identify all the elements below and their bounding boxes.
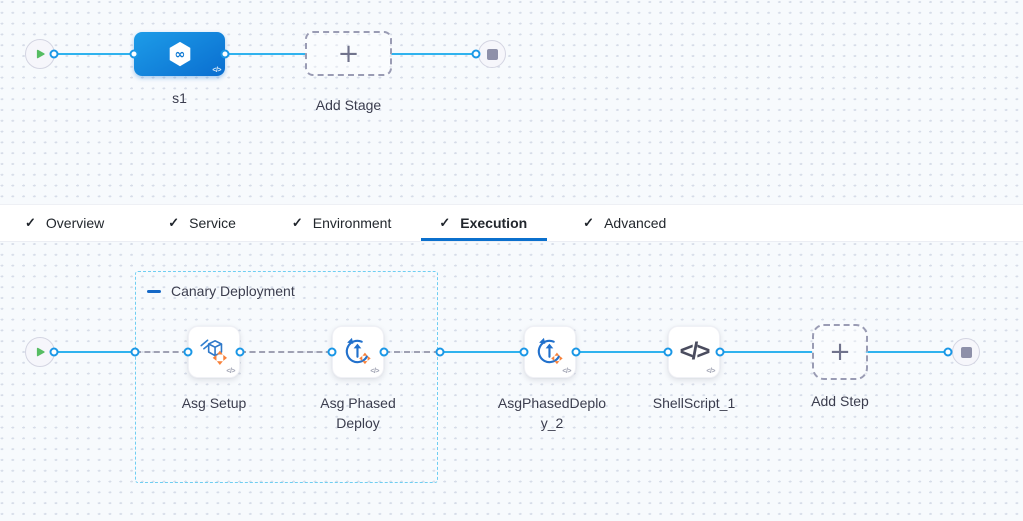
stage-connector-line bbox=[224, 53, 306, 55]
connector-port[interactable] bbox=[435, 347, 445, 357]
play-icon bbox=[36, 347, 45, 357]
connector-port[interactable] bbox=[327, 347, 337, 357]
add-step-button[interactable]: + bbox=[812, 324, 868, 380]
code-badge-icon: </> bbox=[226, 368, 235, 375]
stage-node-s1[interactable]: ∞ </> bbox=[134, 32, 225, 76]
check-icon: ✓ bbox=[25, 215, 36, 230]
connector-port[interactable] bbox=[49, 49, 59, 59]
step-label: AsgPhasedDeploy_2 bbox=[497, 395, 607, 432]
step-node-asg-phased-deploy-2[interactable]: </> bbox=[524, 326, 576, 378]
deploy-stage-icon: ∞ bbox=[169, 41, 190, 67]
add-stage-button[interactable]: + bbox=[305, 31, 392, 76]
stop-icon bbox=[960, 346, 972, 358]
connector-port[interactable] bbox=[943, 347, 953, 357]
stage-connector-line bbox=[391, 53, 476, 55]
tab-label: Overview bbox=[45, 215, 105, 231]
step-connector-line-dashed bbox=[240, 351, 332, 353]
connector-port[interactable] bbox=[471, 49, 481, 59]
tab-execution[interactable]: ✓ Execution bbox=[421, 205, 547, 241]
connector-port[interactable] bbox=[183, 347, 193, 357]
svg-text:∞: ∞ bbox=[174, 48, 185, 63]
code-badge-icon: </> bbox=[562, 368, 571, 375]
tab-label: Environment bbox=[312, 215, 392, 231]
connector-port[interactable] bbox=[571, 347, 581, 357]
step-connector-line bbox=[440, 351, 524, 353]
check-icon: ✓ bbox=[168, 215, 180, 230]
connector-port[interactable] bbox=[130, 347, 140, 357]
connector-port[interactable] bbox=[663, 347, 673, 357]
canary-deployment-group: Canary Deployment bbox=[135, 271, 438, 483]
connector-port[interactable] bbox=[220, 49, 230, 59]
check-icon: ✓ bbox=[291, 215, 303, 230]
step-node-asg-setup[interactable]: </> bbox=[188, 326, 240, 378]
add-step-label: Add Step bbox=[811, 393, 869, 409]
step-node-shellscript-1[interactable]: </> </> bbox=[668, 326, 720, 378]
step-label: Asg Setup bbox=[181, 395, 247, 411]
tab-label: Advanced bbox=[604, 215, 667, 231]
check-icon: ✓ bbox=[439, 215, 451, 230]
tab-label: Service bbox=[189, 215, 236, 231]
step-label: Asg Phased Deploy bbox=[320, 395, 396, 432]
stage-connector-line bbox=[54, 53, 134, 55]
step-node-asg-phased-deploy[interactable]: </> bbox=[332, 326, 384, 378]
step-connector-line bbox=[866, 351, 948, 353]
add-stage-label: Add Stage bbox=[315, 97, 382, 113]
connector-port[interactable] bbox=[715, 347, 725, 357]
connector-port[interactable] bbox=[129, 49, 139, 59]
step-connector-line bbox=[576, 351, 668, 353]
tab-environment[interactable]: ✓ Environment bbox=[292, 205, 392, 241]
group-title: Canary Deployment bbox=[171, 283, 295, 299]
tab-overview[interactable]: ✓ Overview bbox=[25, 205, 104, 241]
tab-label: Execution bbox=[460, 215, 528, 231]
stop-icon bbox=[486, 48, 498, 60]
stage-config-tabs: ✓ Overview ✓ Service ✓ Environment ✓ Exe… bbox=[0, 204, 1023, 242]
connector-port[interactable] bbox=[379, 347, 389, 357]
code-badge-icon: </> bbox=[212, 67, 221, 74]
step-label: ShellScript_1 bbox=[652, 395, 736, 411]
code-badge-icon: </> bbox=[706, 368, 715, 375]
asg-setup-icon bbox=[200, 339, 228, 366]
connector-port[interactable] bbox=[519, 347, 529, 357]
play-icon bbox=[36, 49, 45, 59]
check-icon: ✓ bbox=[583, 215, 595, 230]
connector-port[interactable] bbox=[49, 347, 59, 357]
stage-label: s1 bbox=[172, 90, 187, 106]
stage-canvas: ∞ </> s1 + Add Stage bbox=[0, 0, 1023, 204]
tab-advanced[interactable]: ✓ Advanced bbox=[583, 205, 666, 241]
plus-icon: + bbox=[829, 337, 851, 367]
group-header: Canary Deployment bbox=[147, 283, 295, 299]
connector-port[interactable] bbox=[235, 347, 245, 357]
step-connector-line-dashed bbox=[135, 351, 188, 353]
execution-end-node bbox=[952, 338, 980, 366]
pipeline-end-node bbox=[478, 40, 506, 68]
asg-phased-deploy-icon bbox=[537, 337, 563, 365]
step-connector-line bbox=[720, 351, 812, 353]
shell-script-icon: </> bbox=[679, 338, 711, 365]
plus-icon: + bbox=[337, 38, 360, 69]
asg-phased-deploy-icon bbox=[345, 337, 371, 365]
collapse-group-icon[interactable] bbox=[147, 289, 161, 293]
execution-start-node bbox=[25, 337, 55, 367]
execution-canvas: Canary Deployment bbox=[0, 242, 1023, 521]
code-badge-icon: </> bbox=[370, 368, 379, 375]
step-connector-line-dashed bbox=[384, 351, 440, 353]
tab-service[interactable]: ✓ Service bbox=[168, 205, 236, 241]
step-connector-line bbox=[54, 351, 135, 353]
